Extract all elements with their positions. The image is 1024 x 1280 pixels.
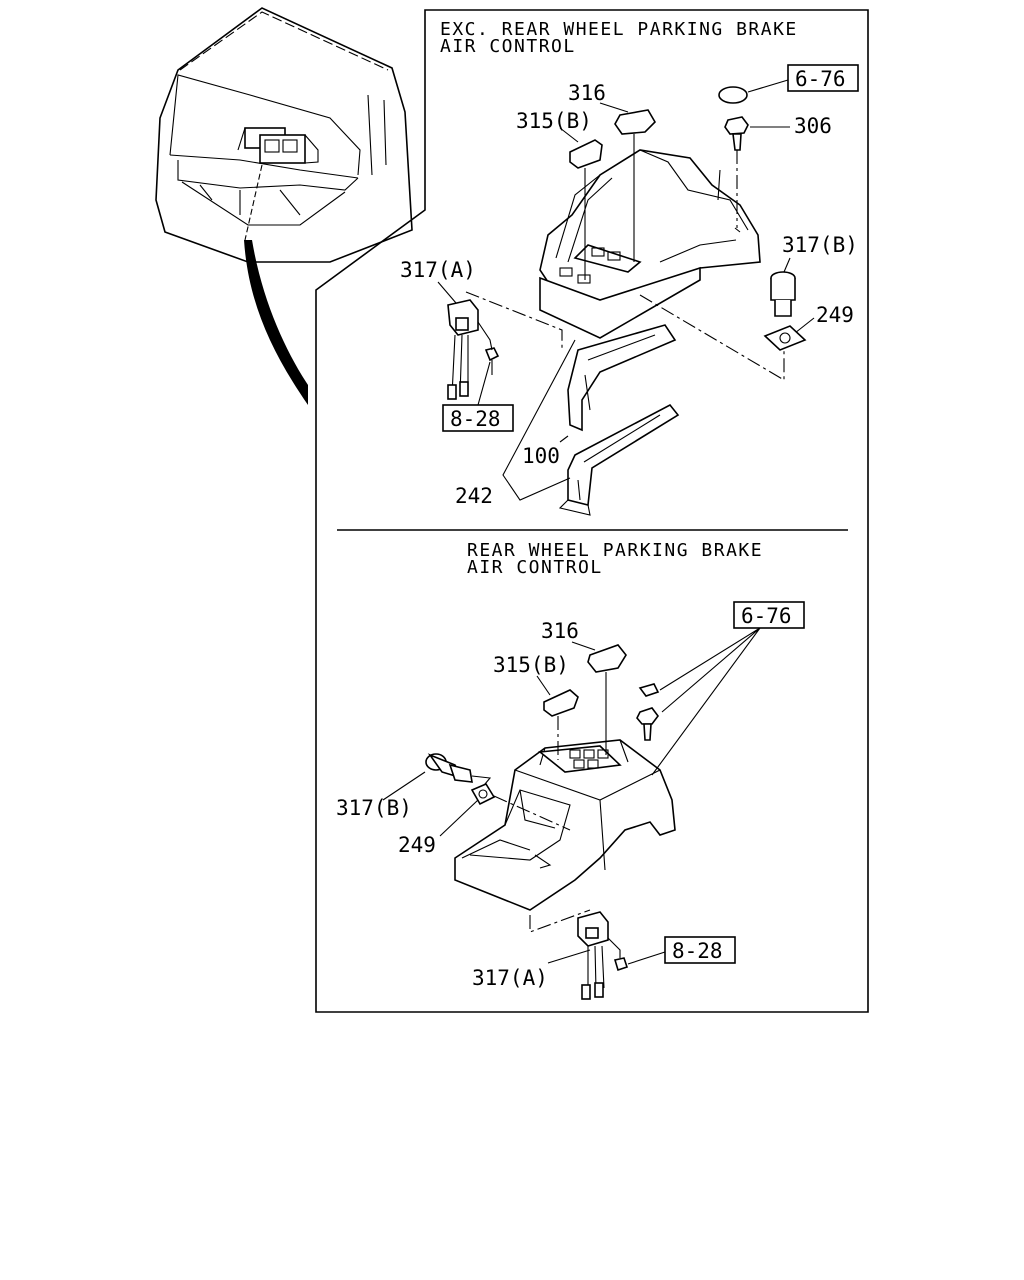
part-249-top xyxy=(763,325,807,351)
console-top-illustration xyxy=(539,149,761,339)
label-317a-bottom: 317(A) xyxy=(472,966,548,990)
label-249-bottom: 249 xyxy=(398,833,436,857)
part-317a-top xyxy=(447,299,500,400)
top-caption-line2: AIR CONTROL xyxy=(440,36,576,57)
label-315b-bottom: 315(B) xyxy=(493,653,569,677)
label-315b: 315(B) xyxy=(516,109,592,133)
part-317b-top xyxy=(770,271,796,317)
bottom-caption-line1: REAR WHEEL PARKING BRAKE xyxy=(467,540,763,561)
part-316 xyxy=(614,109,657,135)
ref-box-6-76 xyxy=(787,64,859,92)
ref-6-76-top: 6-76 xyxy=(795,67,846,91)
top-caption-line1: EXC. REAR WHEEL PARKING BRAKE xyxy=(440,19,798,40)
bottom-caption-line2: AIR CONTROL xyxy=(467,557,603,578)
detail-frame xyxy=(315,9,869,1013)
top-section: EXC. REAR WHEEL PARKING BRAKE AIR CONTRO… xyxy=(400,19,859,516)
ref-box-6-76-bottom xyxy=(733,601,805,629)
console-bottom-illustration xyxy=(454,739,676,911)
part-316-bottom xyxy=(587,644,627,673)
label-317a-top: 317(A) xyxy=(400,258,476,282)
trim-panels xyxy=(558,324,680,516)
ref-box-8-28-bottom xyxy=(664,936,736,964)
label-242: 242 xyxy=(455,484,493,508)
part-306 xyxy=(724,116,749,151)
ref-6-76-bottom: 6-76 xyxy=(741,604,792,628)
label-100: 100 xyxy=(522,444,560,468)
part-screw-bottom xyxy=(636,707,659,741)
part-cap xyxy=(718,86,748,104)
label-317b-bottom: 317(B) xyxy=(336,796,412,820)
cab-overview-illustration xyxy=(155,7,413,263)
part-315b xyxy=(569,139,603,169)
ref-8-28-bottom: 8-28 xyxy=(672,939,723,963)
part-249-bottom xyxy=(470,782,496,806)
label-316: 316 xyxy=(568,81,606,105)
label-249-top: 249 xyxy=(816,303,854,327)
label-306: 306 xyxy=(794,114,832,138)
label-317b-top: 317(B) xyxy=(782,233,858,257)
pointer-arrow xyxy=(244,240,308,405)
part-315b-bottom xyxy=(543,689,579,717)
part-317a-bottom xyxy=(577,911,629,1000)
part-clip-bottom xyxy=(638,683,660,697)
bottom-section: REAR WHEEL PARKING BRAKE AIR CONTROL 316… xyxy=(336,540,805,1000)
label-316-bottom: 316 xyxy=(541,619,579,643)
part-317b-bottom xyxy=(425,753,492,791)
ref-8-28-top: 8-28 xyxy=(450,407,501,431)
